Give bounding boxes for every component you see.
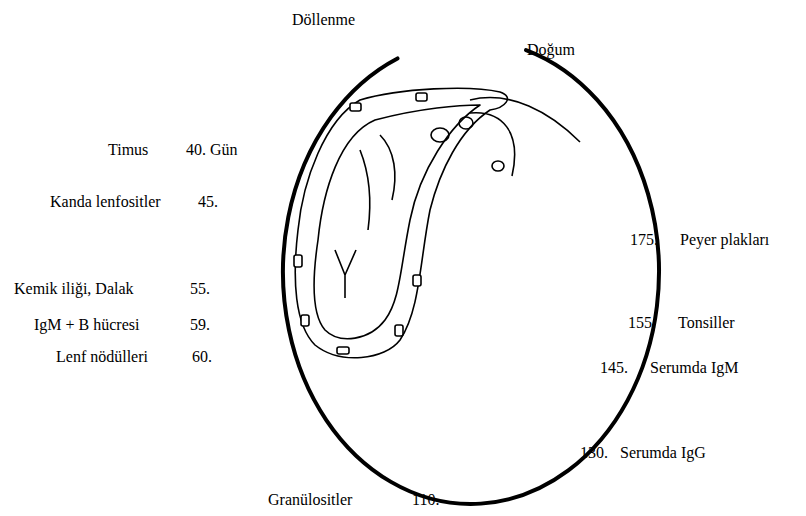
day-number: 45. (198, 193, 218, 211)
day-number: 145. (600, 359, 628, 377)
day-number: 110. (412, 491, 439, 509)
organ-label: Granülositler (268, 491, 352, 509)
event-label: Doğum (527, 41, 575, 59)
organ-shape (350, 103, 361, 111)
organ-shape (459, 117, 473, 129)
organ-shape (492, 161, 504, 171)
organ-shape (395, 325, 403, 336)
organ-line (360, 135, 395, 230)
organ-label: Serumda IgG (620, 444, 706, 462)
organ-label: Timus (108, 141, 148, 159)
day-number: 60. (192, 348, 212, 366)
organ-shape (416, 93, 427, 101)
day-number: 59. (190, 316, 210, 334)
organ-shape (337, 347, 349, 354)
day-number: 130. (580, 444, 608, 462)
umbilical-cord (470, 113, 515, 176)
fetus-inner-line (314, 105, 480, 339)
day-number: 55. (190, 280, 210, 298)
organ-shape (413, 275, 421, 286)
umbilical-cord (470, 98, 580, 142)
organ-label: Lenf nödülleri (56, 348, 148, 366)
fetus-drawing (294, 88, 580, 357)
event-label: Döllenme (292, 11, 355, 29)
organ-shape (301, 315, 309, 326)
organ-label: Peyer plakları (680, 231, 769, 249)
organ-line (335, 250, 356, 298)
day-number: 40. Gün (186, 141, 238, 159)
gestation-circle (283, 50, 659, 504)
organ-label: Kemik iliği, Dalak (14, 280, 134, 298)
day-number: 155. (628, 314, 656, 332)
organ-shape (294, 255, 302, 267)
organ-label: Serumda IgM (650, 359, 738, 377)
organ-label: Kanda lenfositler (50, 193, 161, 211)
organ-shape (431, 128, 449, 142)
organ-label: IgM + B hücresi (34, 316, 139, 334)
fetus-outline (295, 88, 507, 357)
day-number: 175. (630, 231, 658, 249)
organ-label: Tonsiller (678, 314, 735, 332)
